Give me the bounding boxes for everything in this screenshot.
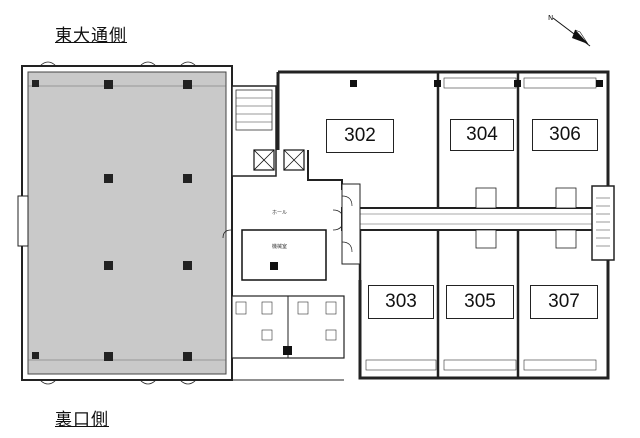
room-306-label: 306 (532, 119, 598, 151)
room-305-label: 305 (446, 285, 514, 319)
street-back-label: 裏口側 (55, 410, 109, 430)
compass-icon: N (548, 14, 591, 47)
machine-room-label: 機械室 (272, 244, 288, 250)
room-304-label: 304 (450, 119, 514, 151)
room-303-label: 303 (368, 285, 434, 319)
central-core (222, 85, 345, 381)
hall-label: ホール (272, 210, 288, 216)
left-hall-area (17, 61, 233, 385)
right-wing (276, 70, 615, 380)
room-302-label: 302 (326, 119, 394, 153)
room-307-label: 307 (530, 285, 598, 319)
svg-text:N: N (548, 14, 553, 22)
street-front-label: 東大通側 (55, 26, 127, 46)
